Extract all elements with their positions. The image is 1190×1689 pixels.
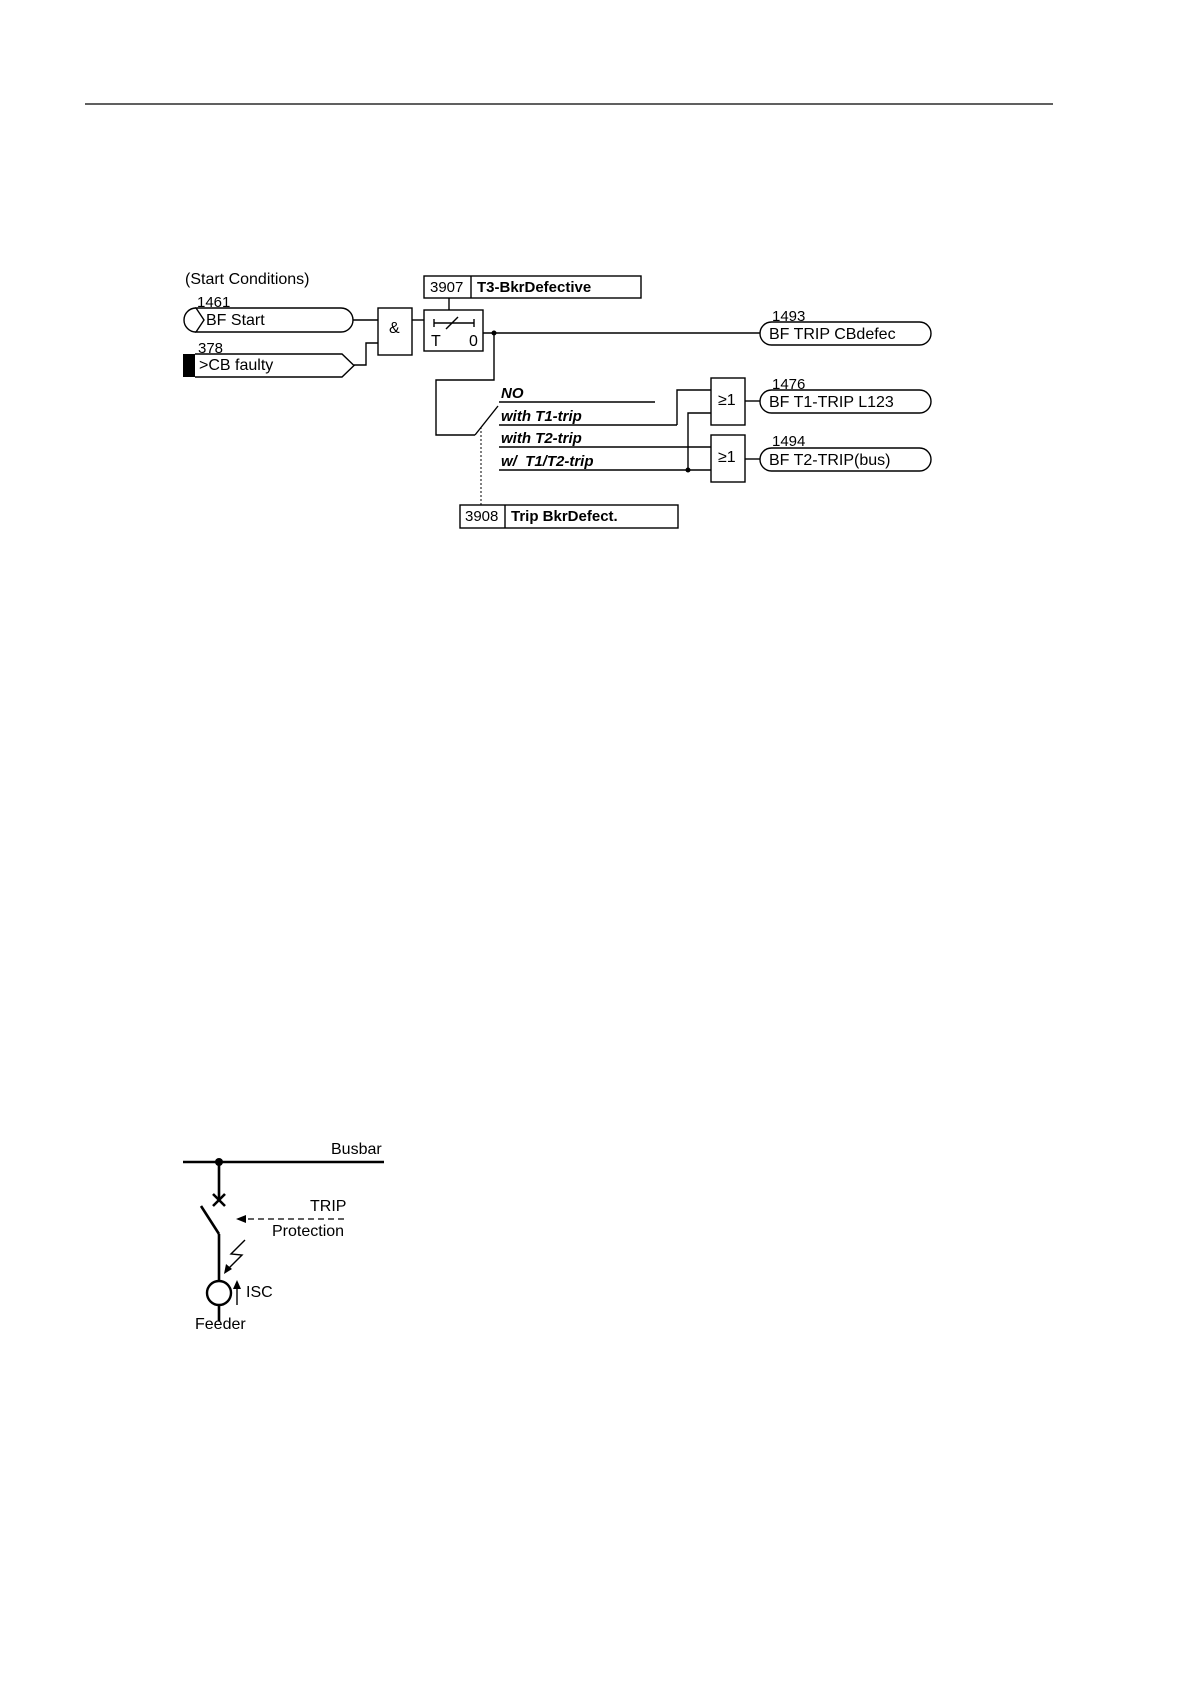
busbar-label: Busbar	[331, 1141, 382, 1158]
current-transformer-icon	[207, 1281, 231, 1305]
junction-t1t2	[686, 468, 691, 473]
protection-label: Protection	[272, 1223, 344, 1240]
output-1493-label: BF TRIP CBdefec	[769, 326, 896, 343]
wire-cbfaulty-and	[354, 343, 378, 365]
feeder-label: Feeder	[195, 1316, 246, 1333]
wire-t1-or1	[677, 390, 711, 425]
switch-lever	[475, 406, 498, 435]
or-gate-2-label: ≥1	[718, 449, 736, 466]
start-conditions-label: (Start Conditions)	[185, 271, 310, 288]
switch-option-t2: with T2-trip	[501, 430, 582, 447]
logic-diagram: (Start Conditions) 1461 BF Start 378 >CB…	[183, 271, 931, 528]
switch-setting-number: 3908	[465, 508, 498, 525]
switch-setting-name: Trip BkrDefect.	[511, 508, 618, 525]
input-378-marker	[183, 354, 195, 377]
trip-arrowhead	[236, 1215, 246, 1223]
isc-label: ISC	[246, 1284, 273, 1301]
isc-arrowhead	[233, 1280, 241, 1289]
input-378-label: >CB faulty	[199, 357, 273, 374]
switch-option-t1t2: w/ T1/T2-trip	[501, 453, 594, 470]
or-gate-1-label: ≥1	[718, 392, 736, 409]
trip-label: TRIP	[310, 1198, 346, 1215]
output-1476-label: BF T1-TRIP L123	[769, 394, 894, 411]
timer-setting-number: 3907	[430, 279, 463, 296]
feeder-diagram: Busbar TRIP Protection ISC Feeder	[183, 1141, 384, 1333]
input-1461-label: BF Start	[206, 312, 265, 329]
breaker-open-contact	[201, 1206, 219, 1234]
timer-zero-label: 0	[469, 333, 478, 350]
and-gate-label: &	[389, 320, 400, 337]
output-1494-label: BF T2-TRIP(bus)	[769, 452, 891, 469]
switch-option-t1: with T1-trip	[501, 408, 582, 425]
timer-setting-name: T3-BkrDefective	[477, 279, 591, 296]
switch-option-no: NO	[501, 385, 524, 402]
fault-lightning-icon	[226, 1240, 245, 1271]
wire-t1t2-or1	[688, 413, 711, 470]
timer-t-label: T	[431, 333, 441, 350]
input-1461-left-cap	[184, 308, 196, 332]
